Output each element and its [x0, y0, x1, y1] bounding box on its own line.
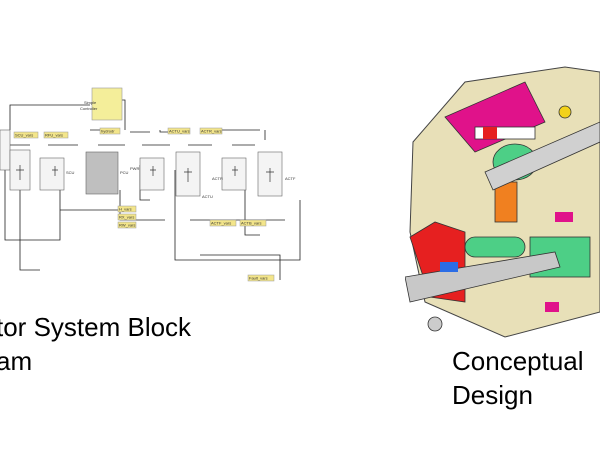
- right-caption: Conceptual Design: [452, 344, 584, 412]
- right-caption-line1: Conceptual: [452, 346, 584, 376]
- block-label-pcu: PCU: [120, 170, 129, 175]
- tag-actb-vars: ACTB_vars: [241, 221, 261, 226]
- right-caption-line2: Design: [452, 380, 533, 410]
- block-pwr: [139, 157, 165, 191]
- block-scu: [39, 157, 65, 191]
- left-caption-line2: am: [0, 346, 33, 376]
- block-pcu: [85, 151, 119, 195]
- tag-fault-vars: Fault_vars: [249, 276, 268, 281]
- tag-hydrodr: hydrodr: [101, 129, 115, 134]
- block-label-pwr: PWR: [130, 166, 139, 171]
- actuator-cutaway-render-image: [405, 66, 600, 338]
- tag-h-vars: H_vars: [119, 207, 132, 212]
- left-caption-line1: tor System Block: [0, 312, 192, 342]
- tag-actu-vars: ACTU_vars: [169, 129, 190, 134]
- controller-block: [91, 87, 123, 121]
- tag-rfu-vars: RFU_vars: [45, 133, 63, 138]
- block-left-edge: [0, 129, 11, 171]
- tag-actr-vars: ACTR_vars: [201, 129, 222, 134]
- block-actr: [221, 157, 247, 191]
- block-diagram-image: Simple Controller SCU PCU ACTU ACTR ACTF…: [0, 87, 301, 282]
- block-label-scu: SCU: [66, 170, 75, 175]
- block-label-actf: ACTF: [285, 176, 296, 181]
- left-caption: tor System Block am: [0, 310, 191, 378]
- tag-rx-vars: RX_vars: [119, 215, 134, 220]
- block-label-actr: ACTR: [212, 176, 223, 181]
- tag-rw-vars: RW_vars: [119, 223, 135, 228]
- block-label-actu: ACTU: [202, 194, 213, 199]
- controller-label-2: Controller: [80, 106, 98, 111]
- controller-label-1: Simple: [84, 100, 97, 105]
- tag-actf-vars: ACTF_vars: [211, 221, 231, 226]
- tag-scu-vars: SCU_vars: [15, 133, 33, 138]
